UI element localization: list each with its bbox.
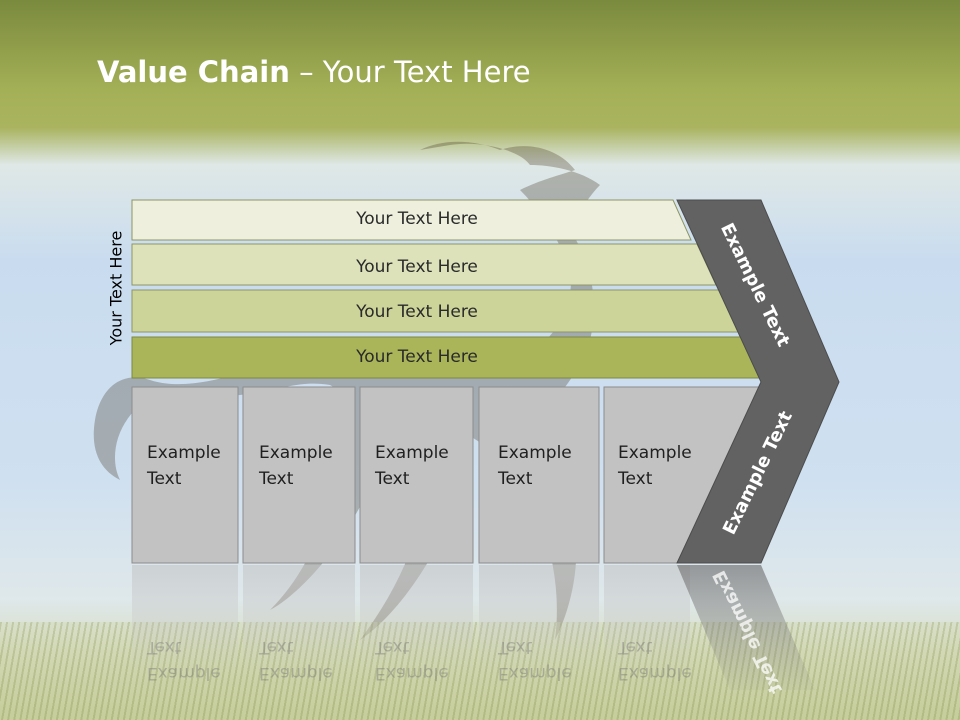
band-1-shape <box>131 199 692 241</box>
slide-title: Value Chain – Your Text Here <box>97 55 531 89</box>
box-4-reflection <box>479 565 599 675</box>
box-2-shape <box>242 386 356 564</box>
box-2-reflection <box>243 565 355 675</box>
box-5-reflection <box>604 565 690 675</box>
box-1-reflection <box>132 565 238 675</box>
title-bold: Value Chain <box>97 55 290 89</box>
chevron-arrow <box>676 199 840 564</box>
box-1-shape <box>131 386 239 564</box>
box-3-reflection <box>360 565 473 675</box>
box-3-shape <box>359 386 474 564</box>
title-rest: – Your Text Here <box>289 55 531 89</box>
band-3-label: Your Text Here <box>356 302 478 322</box>
band-2-label: Your Text Here <box>356 257 478 277</box>
chevron-reflection <box>677 565 815 690</box>
band-1-label: Your Text Here <box>356 209 478 229</box>
band-4-label: Your Text Here <box>356 347 478 367</box>
box-4-shape <box>478 386 600 564</box>
